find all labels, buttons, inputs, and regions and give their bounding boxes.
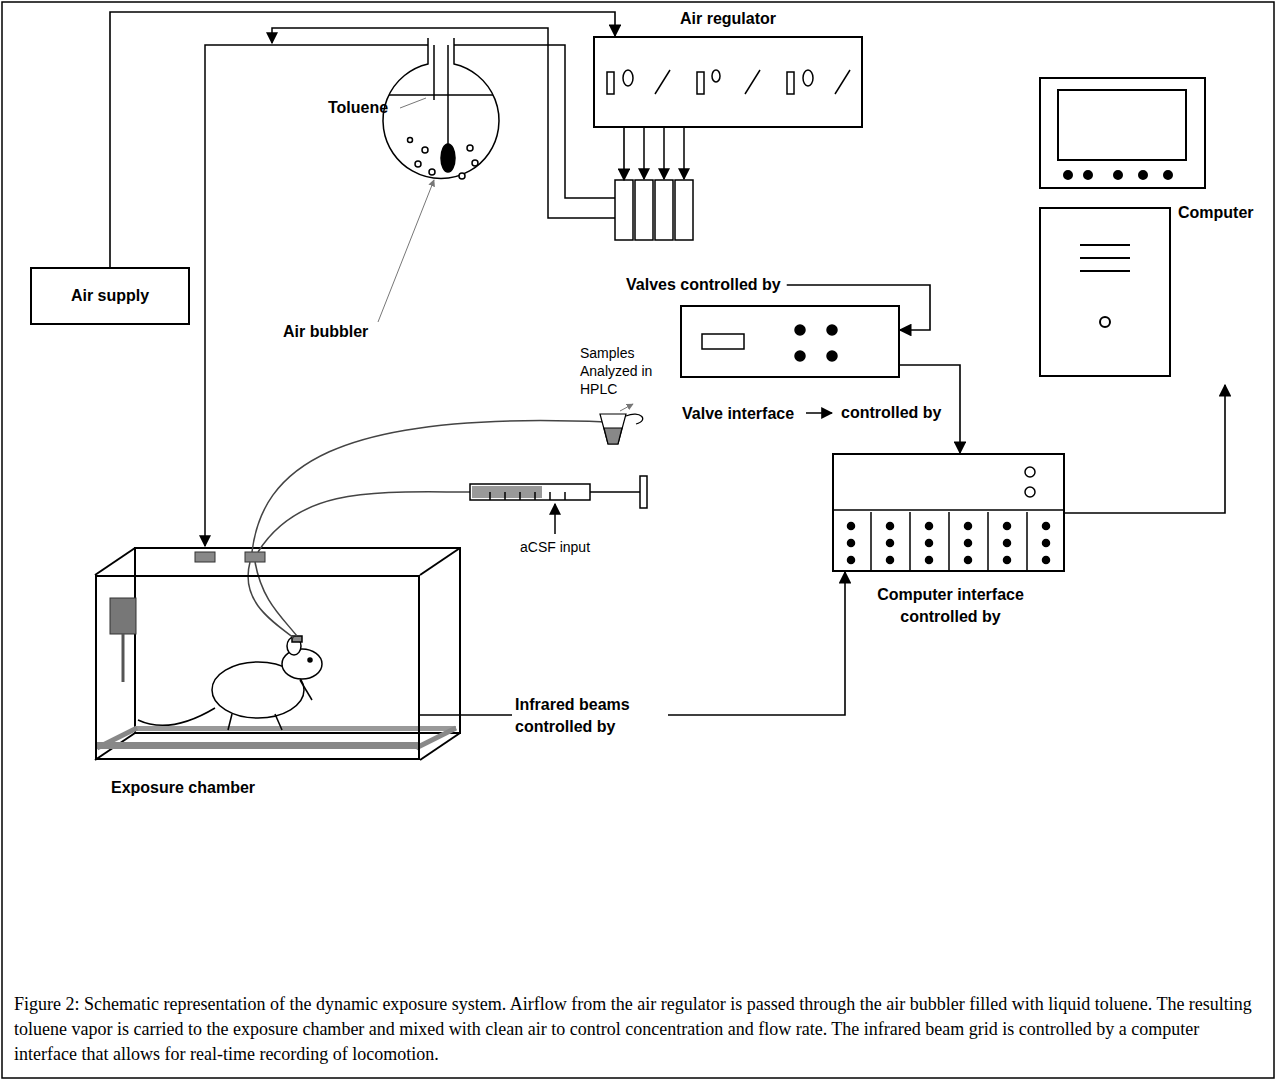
flow-arrow <box>623 128 625 180</box>
gas-tubing <box>205 28 615 546</box>
valve-bank: Valves controlled by <box>612 172 787 297</box>
regulator-knobs <box>607 70 850 94</box>
sample-label: Samples Analyzed in HPLC <box>580 344 672 399</box>
acsf-arrow <box>554 504 556 534</box>
probe-port <box>245 552 265 562</box>
bubbler-flask <box>383 38 499 179</box>
regulator-box: Air regulator <box>593 36 863 128</box>
sample-tube <box>600 414 643 444</box>
chamber-depth <box>95 548 460 760</box>
flow-arrow <box>787 285 930 330</box>
air-port <box>195 552 215 562</box>
bubbler-label: Air bubbler <box>283 322 368 343</box>
node-label: Computer interface controlled by <box>856 584 1046 627</box>
computer-interface-box: Computer interface controlled by <box>832 453 1065 572</box>
regulator-valve-arrows <box>644 128 684 179</box>
edge-label: Infrared beams controlled by <box>512 694 668 737</box>
toluene-leader <box>400 98 426 108</box>
node-label: Valve interface <box>682 403 794 425</box>
chamber-sign <box>110 598 136 634</box>
probe-lines <box>248 420 606 638</box>
computer-drawing <box>1040 78 1205 376</box>
sign-post <box>122 634 125 682</box>
node-label: Air regulator <box>680 8 776 30</box>
syringe <box>470 476 647 508</box>
flow-arrow <box>1065 385 1225 513</box>
flow-arrow <box>110 12 615 267</box>
node-label: Air supply <box>71 285 149 307</box>
supply-box: Air supply <box>30 267 190 325</box>
interface-arrow <box>806 412 832 414</box>
valve-interface-details <box>702 325 837 361</box>
input-label: aCSF input <box>520 538 590 556</box>
interface-box: Valve interface <box>680 305 900 378</box>
infrared-grid <box>97 726 456 749</box>
computer-interface-details <box>834 467 1063 570</box>
exposure-chamber: Exposure chamber <box>95 575 420 760</box>
rat <box>138 636 322 730</box>
node-label: Exposure chamber <box>111 777 255 799</box>
node-label: Computer <box>1178 202 1254 224</box>
bubbler-leader <box>378 180 434 322</box>
edge-label: controlled by <box>838 402 944 424</box>
liquid-label: Toluene <box>328 98 388 119</box>
node-label: Valves controlled by <box>626 274 781 296</box>
valve-bank-drawing <box>615 180 693 240</box>
figure-caption: Figure 2: Schematic representation of th… <box>14 992 1259 1067</box>
computer-node: Computer <box>1030 70 1264 385</box>
sample-leader <box>620 404 633 411</box>
